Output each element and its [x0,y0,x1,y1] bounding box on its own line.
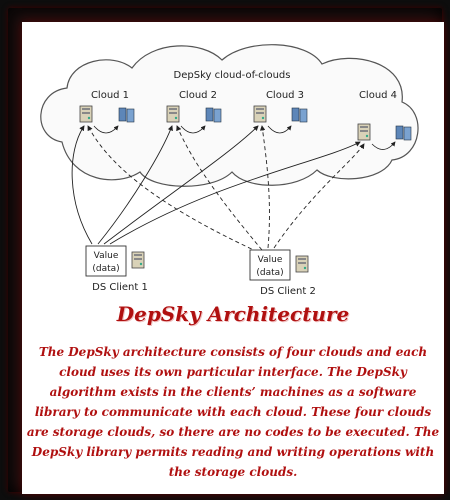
client-1-computer-icon [131,251,145,269]
client-2-value-label: Value [258,255,283,265]
cloud-shape [40,44,419,187]
caption-body: The DepSky architecture consists of four… [26,345,440,479]
client-1-value-box [85,245,127,277]
client-2-name: DS Client 2 [260,286,316,297]
architecture-diagram: DepSky cloud-of-clouds Cloud 1 Cloud 2 C… [40,44,419,297]
caption-title: DepSky Architecture [116,302,350,326]
client-2-computer-icon [295,255,309,273]
client-1-value-label: Value [94,251,119,261]
client-1-data-label: (data) [92,264,119,274]
cloud-4-label: Cloud 4 [359,90,397,101]
cloud-4-server-icon [357,123,371,141]
cloud-3-label: Cloud 3 [266,90,304,101]
content-panel: DepSky cloud-of-clouds Cloud 1 Cloud 2 C… [22,22,444,494]
cloud-2-label: Cloud 2 [179,90,217,101]
client-1-connections [71,125,361,245]
client-2-data-label: (data) [256,268,283,278]
cloud-3-server-icon [253,105,267,123]
outer-frame: DepSky cloud-of-clouds Cloud 1 Cloud 2 C… [8,8,444,494]
client-2-connections [87,125,365,253]
cloud-1-label: Cloud 1 [91,90,129,101]
cloud-title: DepSky cloud-of-clouds [174,70,291,81]
server-storage-arrows [93,125,396,150]
cloud-2-server-icon [166,105,180,123]
client-1-name: DS Client 1 [92,282,148,293]
cloud-1-server-icon [79,105,93,123]
client-2-value-box [249,249,291,281]
